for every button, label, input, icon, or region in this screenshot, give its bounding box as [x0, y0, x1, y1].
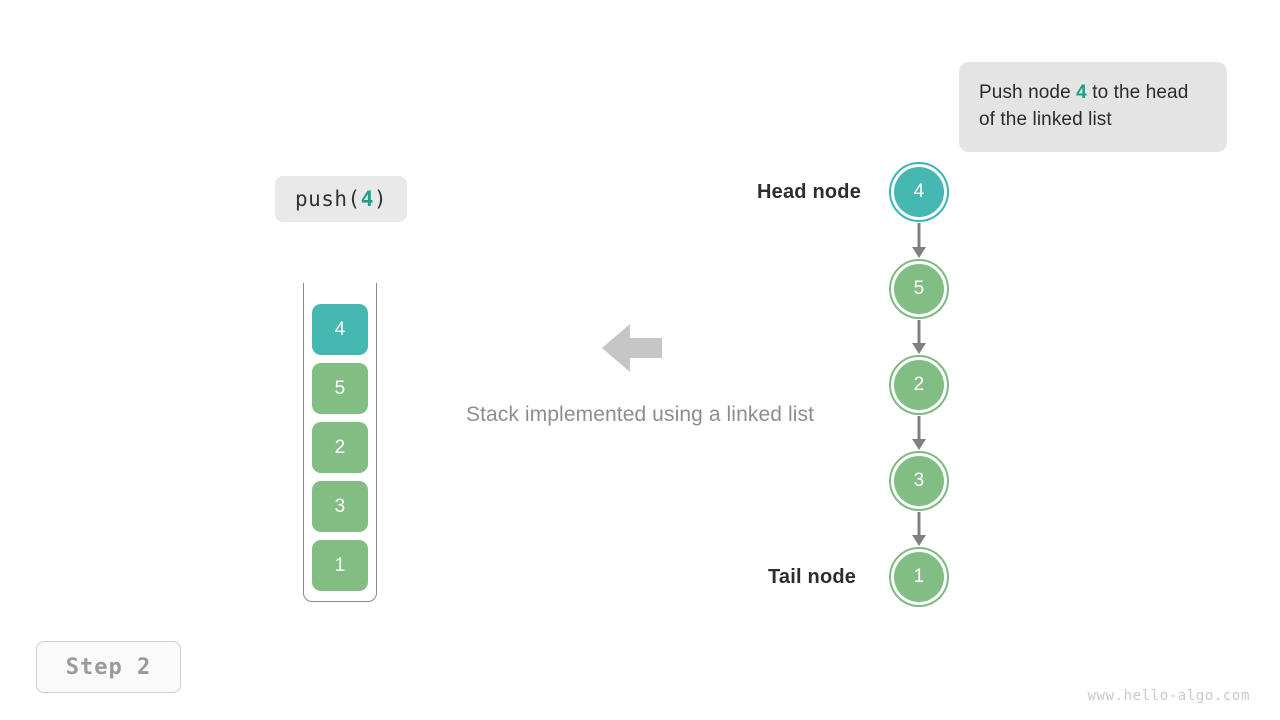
callout-highlight-value: 4 — [1076, 82, 1087, 103]
linked-list-node-value: 4 — [894, 167, 944, 217]
callout-text-after: to the head of the linked list — [979, 82, 1189, 130]
linked-list-node: 1 — [889, 547, 949, 607]
linked-list-node-value: 3 — [894, 456, 944, 506]
stack-cell-value: 2 — [334, 436, 346, 458]
callout-box: Push node 4 to the head of the linked li… — [959, 62, 1227, 152]
linked-list-node: 2 — [889, 355, 949, 415]
stack-cell: 5 — [312, 363, 368, 414]
callout-text-before: Push node — [979, 82, 1077, 103]
operation-label: push(4) — [275, 176, 407, 222]
linked-list-connector-arrow — [889, 320, 949, 354]
stack-cell-list: 4 5 2 3 1 — [312, 304, 368, 591]
stack-cell: 4 — [312, 304, 368, 355]
stack-cell: 1 — [312, 540, 368, 591]
linked-list-node: 5 — [889, 259, 949, 319]
linked-list-node: 4 — [889, 162, 949, 222]
left-arrow-icon — [602, 320, 662, 376]
linked-list-node-value: 2 — [894, 360, 944, 410]
stack-visualization: 4 5 2 3 1 — [303, 283, 377, 602]
operation-argument: 4 — [360, 187, 374, 211]
stack-cell-value: 1 — [334, 554, 346, 576]
stack-cell-value: 4 — [334, 318, 346, 340]
operation-name: push( — [294, 187, 361, 211]
step-badge: Step 2 — [36, 641, 181, 693]
linked-list-node: 3 — [889, 451, 949, 511]
operation-close-paren: ) — [373, 187, 388, 211]
stack-cell-value: 5 — [334, 377, 346, 399]
stack-frame — [303, 283, 377, 602]
linked-list-node-value: 1 — [894, 552, 944, 602]
linked-list-node-value: 5 — [894, 264, 944, 314]
linked-list-connector-arrow — [889, 223, 949, 258]
diagram-caption: Stack implemented using a linked list — [465, 403, 815, 426]
watermark: www.hello-algo.com — [1087, 688, 1250, 704]
stack-cell: 3 — [312, 481, 368, 532]
stack-cell: 2 — [312, 422, 368, 473]
linked-list-connector-arrow — [889, 512, 949, 546]
tail-node-label: Tail node — [768, 566, 857, 588]
stack-cell-value: 3 — [334, 495, 346, 517]
head-node-label: Head node — [757, 181, 862, 203]
